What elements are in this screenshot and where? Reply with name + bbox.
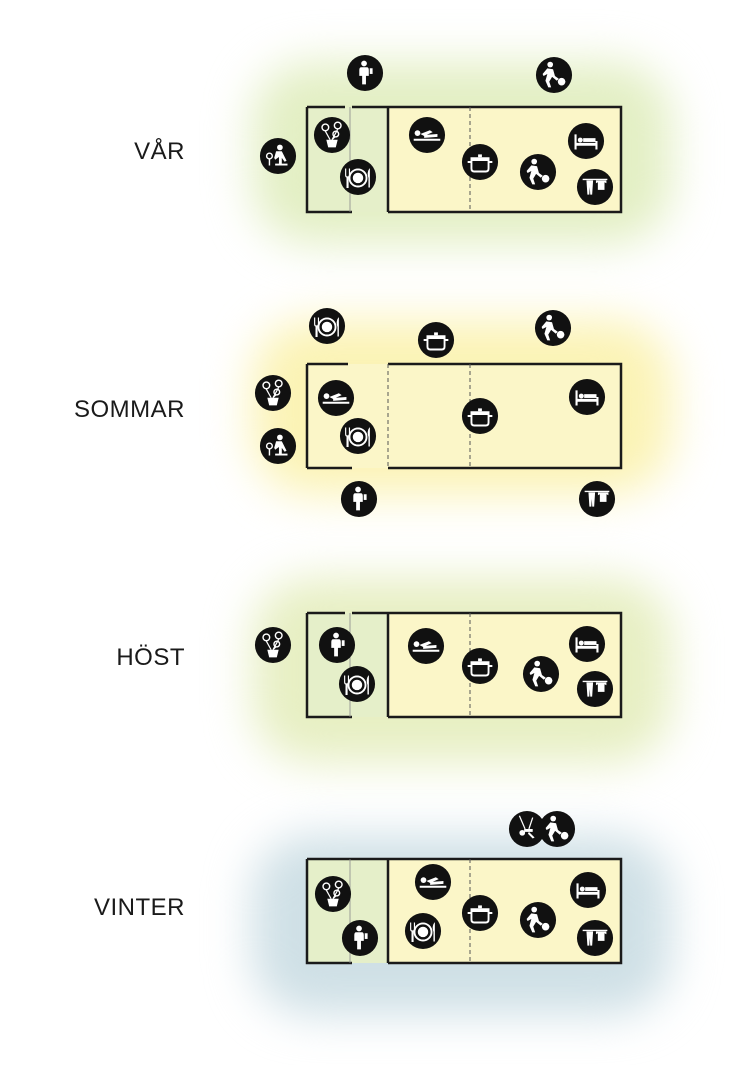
soccer-icon [519,901,557,939]
wall-outline [305,857,623,965]
bed-icon [568,625,606,663]
laundry-icon [578,480,616,518]
drink-icon [341,919,379,957]
season-label: SOMMAR [74,396,185,423]
soccer-icon [535,56,573,94]
plate-cutlery-icon [338,665,376,703]
gardening-icon [259,427,297,465]
cooking-pot-icon [461,894,499,932]
plate-cutlery-icon [339,158,377,196]
soccer-icon [522,655,560,693]
wall-outline [305,105,623,214]
laundry-icon [576,670,614,708]
drink-icon [340,480,378,518]
bed-icon [568,378,606,416]
wall-outline [305,362,623,470]
season-var: VÅR [0,0,750,260]
wall-outline [305,611,623,719]
season-sommar: SOMMAR [0,300,750,540]
sunbathing-icon [317,379,355,417]
flowers-icon [254,626,292,664]
season-label: VINTER [93,894,185,921]
plate-cutlery-icon [339,417,377,455]
cooking-pot-icon [461,647,499,685]
floor-plan [305,105,623,214]
laundry-icon [576,168,614,206]
drink-icon [318,626,356,664]
cooking-pot-icon [461,143,499,181]
soccer-icon [519,153,557,191]
gardening-icon [259,137,297,175]
season-label: HÖST [116,644,185,671]
plate-cutlery-icon [404,912,442,950]
season-vinter: VINTER [0,800,750,1040]
sunbathing-icon [407,627,445,665]
season-label: VÅR [134,138,185,165]
sunbathing-icon [408,116,446,154]
bed-icon [567,122,605,160]
flowers-icon [313,116,351,154]
flowers-icon [254,374,292,412]
cooking-pot-icon [461,397,499,435]
flowers-icon [314,875,352,913]
sunbathing-icon [414,863,452,901]
laundry-icon [576,919,614,957]
bed-icon [569,871,607,909]
cooking-pot-icon [417,321,455,359]
season-host: HÖST [0,560,750,780]
soccer-icon [534,309,572,347]
soccer-icon [538,810,576,848]
drink-icon [346,54,384,92]
plate-cutlery-icon [308,307,346,345]
floor-plan [305,362,623,470]
